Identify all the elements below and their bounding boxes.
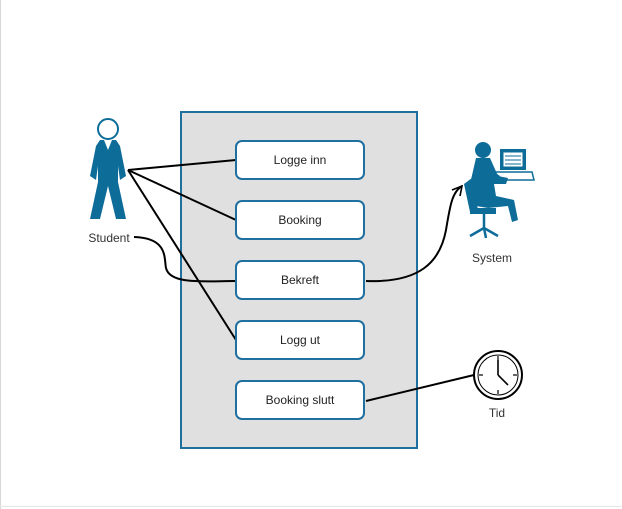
usecase-booking-slutt[interactable]: Booking slutt: [235, 380, 365, 420]
usecase-logge-inn[interactable]: Logge inn: [235, 140, 365, 180]
canvas-bottom-border: [0, 506, 622, 507]
clock-hands: [497, 360, 509, 386]
chair-seat: [470, 208, 496, 214]
tid-label: Tid: [488, 406, 506, 420]
connector-tid-booking-slutt[interactable]: [365, 374, 475, 402]
arrowhead-system: [451, 184, 464, 197]
usecase-label: Logge inn: [273, 153, 327, 167]
usecase-label: Bekreft: [280, 273, 319, 287]
usecase-booking[interactable]: Booking: [235, 200, 365, 240]
connector-student-bekreft[interactable]: [133, 236, 237, 283]
monitor-lines: [505, 155, 521, 165]
student-collar: [104, 140, 112, 150]
connector-system-bekreft[interactable]: [365, 185, 463, 283]
clock-inner: [477, 354, 519, 396]
canvas-left-border: [0, 0, 1, 509]
system-head: [475, 142, 491, 158]
connector-student-logg-ut[interactable]: [127, 169, 237, 341]
usecase-label: Booking: [278, 213, 322, 227]
student-label: Student: [88, 231, 130, 245]
connector-student-logge-inn[interactable]: [127, 159, 237, 171]
connector-student-booking[interactable]: [127, 169, 237, 221]
system-label: System: [471, 251, 512, 265]
system-arm: [484, 166, 500, 180]
chair-back: [464, 178, 478, 212]
clock-icon[interactable]: [473, 350, 523, 400]
clock-ticks: [479, 356, 517, 394]
chair-base: [469, 214, 499, 239]
usecase-bekreft[interactable]: Bekreft: [235, 260, 365, 300]
usecase-label: Logg ut: [279, 333, 321, 347]
student-head: [97, 118, 119, 140]
computer-user-icon[interactable]: [464, 142, 535, 239]
usecase-label: Booking slutt: [265, 393, 335, 407]
student-actor[interactable]: [90, 118, 126, 219]
person-icon: [90, 140, 126, 219]
system-body: [470, 158, 518, 222]
usecase-logg-ut[interactable]: Logg ut: [235, 320, 365, 360]
